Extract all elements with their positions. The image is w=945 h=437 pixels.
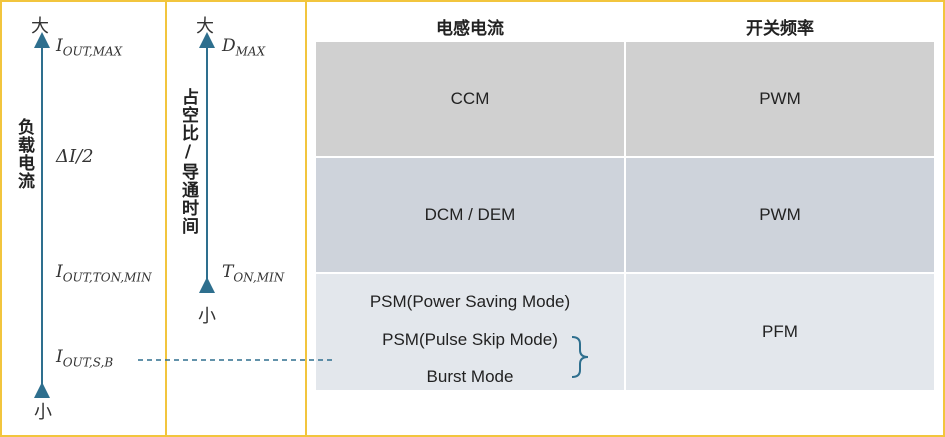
row-dcm-mode: DCM / DEM bbox=[316, 158, 624, 272]
duty-axis-bottom-label: 小 bbox=[198, 306, 216, 327]
freq-label: PWM bbox=[759, 89, 801, 108]
mode-label: CCM bbox=[450, 89, 490, 108]
duty-axis-panel bbox=[165, 0, 307, 437]
row-ccm-freq: PWM bbox=[626, 42, 934, 156]
header-inductor-current: 电感电流 bbox=[436, 19, 504, 39]
mode-label-burst: Burst Mode bbox=[426, 367, 514, 386]
duty-axis-title: 占空比/导通时间 bbox=[178, 88, 198, 235]
mode-brace bbox=[571, 336, 589, 378]
duty-axis-top-label: 大 bbox=[196, 16, 214, 37]
mode-label: DCM / DEM bbox=[424, 205, 516, 224]
row-pfm-mode bbox=[316, 274, 624, 390]
row-dcm-freq: PWM bbox=[626, 158, 934, 272]
mark-iout-ton-min: IOUT,TON,MIN bbox=[56, 262, 152, 285]
freq-label: PFM bbox=[762, 322, 798, 341]
row-ccm-mode: CCM bbox=[316, 42, 624, 156]
mark-t-on-min: TON,MIN bbox=[222, 262, 285, 285]
header-switching-frequency: 开关频率 bbox=[746, 19, 814, 39]
load-axis-bottom-label: 小 bbox=[34, 402, 52, 423]
freq-label: PWM bbox=[759, 205, 801, 224]
mode-label-pulse-skip: PSM(Pulse Skip Mode) bbox=[382, 330, 558, 349]
load-axis-top-label: 大 bbox=[31, 16, 49, 37]
mark-iout-max: IOUT,MAX bbox=[56, 36, 123, 59]
load-axis-title: 负载电流 bbox=[14, 118, 34, 190]
row-pfm-freq: PFM bbox=[626, 274, 934, 390]
mode-label-power-saving: PSM(Power Saving Mode) bbox=[369, 292, 571, 311]
mark-iout-sb: IOUT,S,B bbox=[56, 347, 114, 370]
mark-delta-i-half: ΔI/2 bbox=[56, 146, 94, 167]
mark-d-max: DMAX bbox=[222, 36, 266, 59]
